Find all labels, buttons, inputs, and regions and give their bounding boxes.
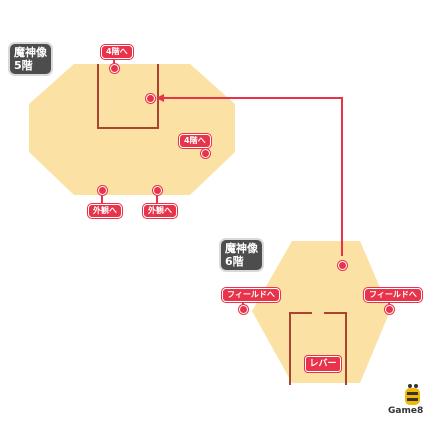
floor-6-area xyxy=(252,241,390,383)
floor-6-badge: 魔神像 6階 xyxy=(221,240,262,270)
game8-logo-text: Game8 xyxy=(388,406,424,416)
floor-5-wall xyxy=(97,64,159,129)
outer-right-label[interactable]: 外観へ xyxy=(143,204,177,218)
field-left-label[interactable]: フィールドへ xyxy=(222,288,280,302)
floor-6-wall-left xyxy=(289,312,312,385)
to-4f-top-dot[interactable] xyxy=(110,64,119,73)
floor-5-badge: 魔神像 5階 xyxy=(10,44,51,74)
to-4f-top-label[interactable]: 4階へ xyxy=(101,45,133,59)
lever-marker[interactable]: レバー xyxy=(305,356,341,372)
field-left-dot[interactable] xyxy=(239,305,248,314)
connector-end-dot[interactable] xyxy=(338,261,347,270)
outer-right-dot[interactable] xyxy=(153,186,162,195)
connector-start-dot[interactable] xyxy=(146,94,155,103)
to-4f-right-dot[interactable] xyxy=(201,149,210,158)
outer-left-label[interactable]: 外観へ xyxy=(88,204,122,218)
floor-6-wall-right xyxy=(324,312,347,385)
field-right-dot[interactable] xyxy=(385,305,394,314)
game8-logo-icon xyxy=(405,384,420,405)
to-4f-right-label[interactable]: 4階へ xyxy=(179,134,211,148)
field-right-label[interactable]: フィールドへ xyxy=(364,288,422,302)
arrow-head xyxy=(156,94,164,102)
connector-arrow xyxy=(162,97,343,256)
outer-left-dot[interactable] xyxy=(98,186,107,195)
floor-5-area xyxy=(29,64,235,195)
